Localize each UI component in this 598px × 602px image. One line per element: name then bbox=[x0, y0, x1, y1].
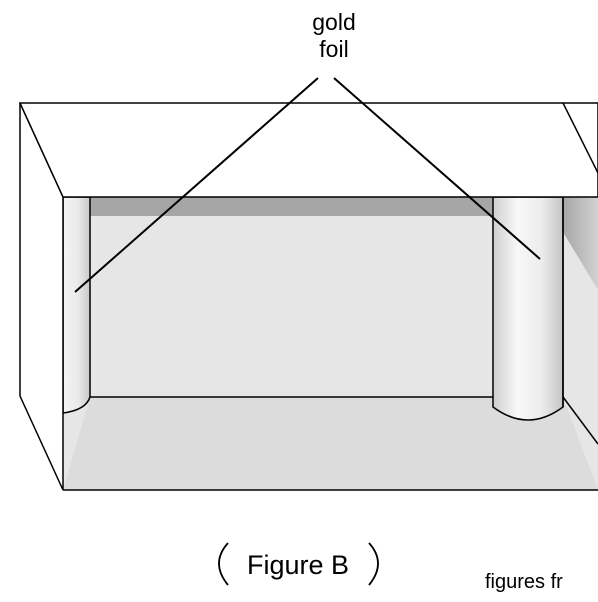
figure-credit: figures fr bbox=[485, 571, 563, 593]
caption-left-bracket bbox=[218, 542, 229, 586]
leader-line-left bbox=[74, 77, 319, 293]
annotation-foil: foil bbox=[319, 36, 348, 62]
right-gold-foil bbox=[492, 196, 564, 421]
annotation-gold: gold bbox=[312, 9, 355, 35]
right-wall-floor-edge bbox=[562, 396, 598, 445]
ceiling-shadow bbox=[90, 197, 598, 216]
top-right-slant-edge bbox=[562, 102, 598, 174]
figure-caption: Figure B bbox=[247, 550, 349, 580]
floor bbox=[63, 397, 598, 490]
leader-line-right bbox=[333, 77, 541, 260]
right-wall bbox=[563, 197, 598, 290]
top-face bbox=[18, 102, 598, 198]
caption-right-bracket bbox=[368, 542, 379, 586]
left-gold-foil bbox=[62, 196, 91, 414]
